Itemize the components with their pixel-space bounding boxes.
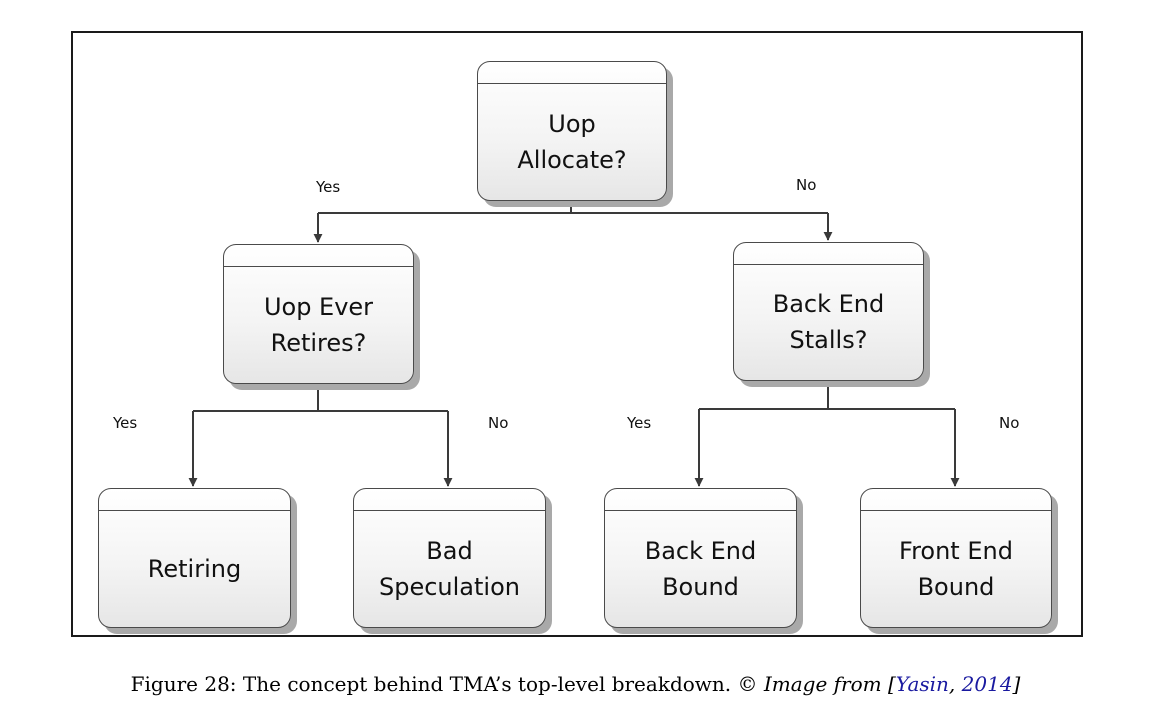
node-label: Back End Stalls? (772, 290, 885, 354)
node-front-end-bound: Front End Bound (860, 488, 1052, 628)
node-label: Front End Bound (899, 536, 1013, 601)
diagram-frame (71, 31, 1083, 637)
node-retiring: Retiring (98, 488, 291, 628)
edge-label-retires-no: No (488, 414, 509, 432)
copyright-symbol: © (737, 672, 758, 696)
node-header-bar (478, 62, 666, 84)
caption-source-prefix: Image from (763, 672, 882, 696)
edge-label-retires-yes: Yes (113, 414, 138, 432)
node-header-bar (99, 489, 290, 511)
node-back-end-bound: Back End Bound (604, 488, 797, 628)
node-header-bar (354, 489, 545, 511)
caption-text: The concept behind TMA’s top-level break… (242, 672, 732, 696)
node-label: Uop Allocate? (517, 109, 627, 174)
edge-label-stalls-yes: Yes (627, 414, 652, 432)
node-label: Back End Bound (644, 536, 757, 601)
citation-year-link[interactable]: 2014 (961, 672, 1013, 696)
node-uop-allocate: Uop Allocate? (477, 61, 667, 201)
node-header-bar (605, 489, 796, 511)
caption-figure-label: Figure 28: (130, 672, 237, 696)
edge-label-allocate-yes: Yes (316, 178, 341, 196)
node-bad-speculation: Bad Speculation (353, 488, 546, 628)
caption-close-bracket: ] (1012, 672, 1021, 696)
node-label: Uop Ever Retires? (263, 292, 374, 357)
node-header-bar (861, 489, 1051, 511)
node-header-bar (224, 245, 413, 267)
figure-caption: Figure 28: The concept behind TMA’s top-… (0, 672, 1151, 696)
caption-separator: , (948, 672, 956, 696)
caption-open-bracket: [ (887, 672, 896, 696)
node-header-bar (734, 243, 923, 265)
node-label: Retiring (147, 554, 242, 583)
citation-author-link[interactable]: Yasin (895, 672, 949, 696)
edge-label-allocate-no: No (796, 176, 817, 194)
edge-label-stalls-no: No (999, 414, 1020, 432)
node-back-end-stalls: Back End Stalls? (733, 242, 924, 381)
node-uop-ever-retires: Uop Ever Retires? (223, 244, 414, 384)
node-label: Bad Speculation (379, 536, 520, 601)
